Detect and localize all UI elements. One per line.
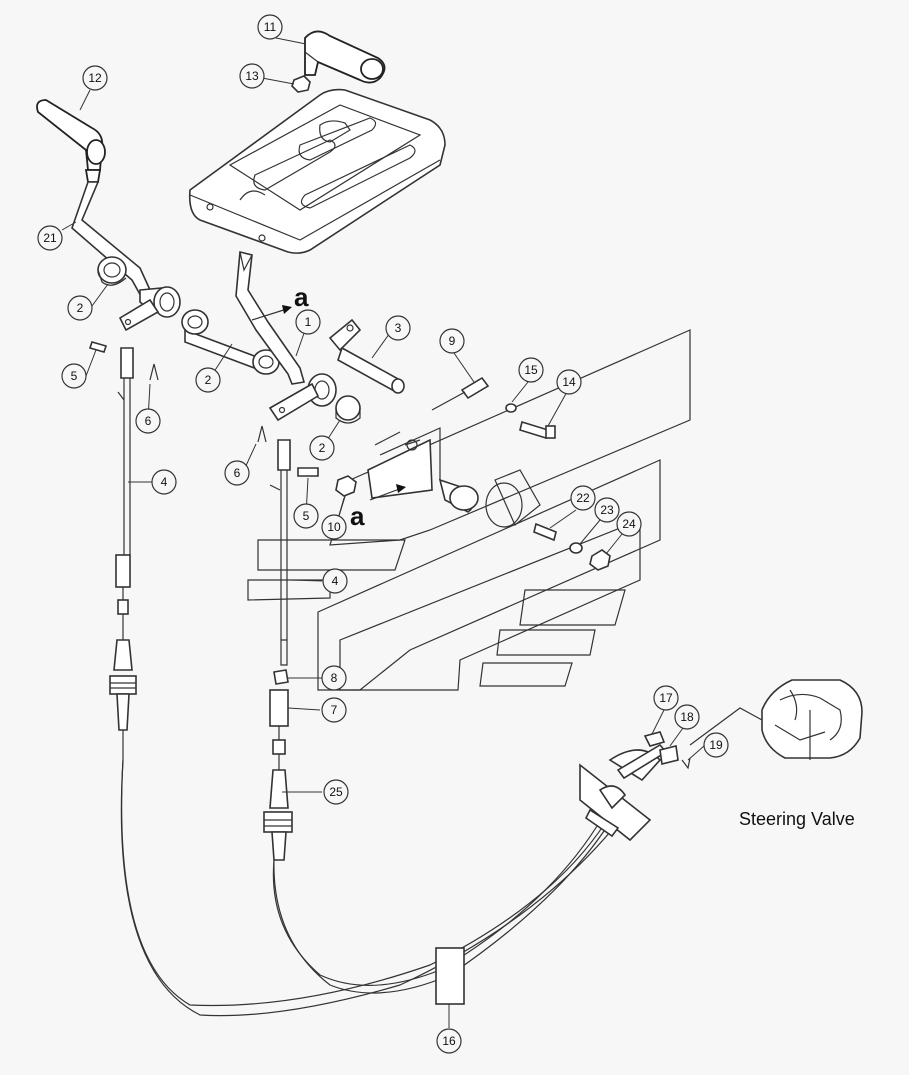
svg-text:15: 15 (524, 363, 538, 377)
cable-routing (120, 759, 621, 1017)
callout-17: 17 (653, 685, 679, 711)
svg-text:23: 23 (600, 503, 614, 517)
callout-8: 8 (321, 665, 347, 691)
svg-text:18: 18 (680, 710, 694, 724)
washer-23 (569, 542, 583, 554)
callout-2-right: 2 (309, 435, 335, 461)
svg-text:2: 2 (319, 441, 326, 455)
callout-10: 10 (321, 514, 347, 540)
callout-4-left: 4 (151, 469, 177, 495)
svg-text:2: 2 (205, 373, 212, 387)
cable-mount (579, 731, 691, 842)
svg-text:6: 6 (145, 414, 152, 428)
bolt-5-left (88, 341, 108, 353)
svg-text:25: 25 (329, 785, 343, 799)
view-mark-a-upper: a (294, 282, 309, 312)
callout-6-right: 6 (224, 460, 250, 486)
svg-text:16: 16 (442, 1034, 456, 1048)
bushing-2-left (97, 256, 127, 286)
svg-text:14: 14 (562, 375, 576, 389)
svg-text:1: 1 (305, 315, 312, 329)
callout-15: 15 (518, 357, 544, 383)
knob-11 (304, 30, 386, 84)
callout-16: 16 (436, 1028, 462, 1054)
svg-text:17: 17 (659, 691, 673, 705)
callout-11: 11 (257, 14, 283, 40)
cotter-pin-6-left (149, 363, 159, 381)
svg-text:9: 9 (449, 334, 456, 348)
bolt-14 (519, 420, 556, 440)
svg-text:3: 3 (395, 321, 402, 335)
svg-text:21: 21 (43, 231, 57, 245)
nut-10 (335, 475, 357, 497)
view-mark-a-lower: a (350, 501, 365, 531)
callout-1: 1 (295, 309, 321, 335)
nut-13 (291, 75, 311, 93)
svg-text:5: 5 (303, 509, 310, 523)
steering-valve-caption: Steering Valve (739, 809, 855, 829)
callout-3: 3 (385, 315, 411, 341)
callout-5-left: 5 (61, 363, 87, 389)
lever-1 (235, 250, 337, 422)
svg-text:8: 8 (331, 671, 338, 685)
svg-text:19: 19 (709, 738, 723, 752)
callout-7: 7 (321, 697, 347, 723)
rod-4-left (109, 347, 137, 760)
svg-text:2: 2 (77, 301, 84, 315)
svg-text:11: 11 (264, 20, 277, 34)
washer-15 (505, 403, 517, 413)
callout-18: 18 (674, 704, 700, 730)
fitting-9 (431, 376, 490, 411)
callout-12: 12 (82, 65, 108, 91)
svg-text:4: 4 (332, 574, 339, 588)
cotter-pin-6-right (257, 425, 267, 443)
callout-24: 24 (616, 511, 642, 537)
callout-23: 23 (594, 497, 620, 523)
shaft-2 (181, 309, 280, 375)
view-arrows (251, 305, 406, 501)
bushing-2-right (335, 395, 361, 424)
link-rod-3 (328, 318, 405, 394)
callout-4-right: 4 (322, 568, 348, 594)
svg-text:6: 6 (234, 466, 241, 480)
callout-leaders (61, 37, 705, 1028)
bolt-5-right (297, 467, 319, 477)
callout-14: 14 (556, 369, 582, 395)
lever-12-21 (36, 99, 181, 332)
callout-5-right: 5 (293, 503, 319, 529)
callout-2-shaft: 2 (195, 367, 221, 393)
callout-19: 19 (703, 732, 729, 758)
bolt-22 (533, 522, 557, 542)
svg-text:5: 5 (71, 369, 78, 383)
svg-text:10: 10 (327, 520, 341, 534)
bracket-assembly (367, 427, 541, 528)
console-cover (188, 88, 446, 254)
steering-valve (689, 679, 863, 760)
svg-text:13: 13 (245, 69, 259, 83)
callout-21: 21 (37, 225, 63, 251)
callout-22: 22 (570, 485, 596, 511)
svg-text:4: 4 (161, 475, 168, 489)
callout-13: 13 (239, 63, 265, 89)
rod-4-right (263, 439, 293, 861)
nut-24 (589, 549, 611, 571)
callout-6-left: 6 (135, 408, 161, 434)
callout-9: 9 (439, 328, 465, 354)
svg-text:7: 7 (331, 703, 338, 717)
svg-text:22: 22 (576, 491, 590, 505)
svg-text:24: 24 (622, 517, 636, 531)
callout-25: 25 (323, 779, 349, 805)
svg-text:12: 12 (88, 71, 102, 85)
callout-2-left: 2 (67, 295, 93, 321)
